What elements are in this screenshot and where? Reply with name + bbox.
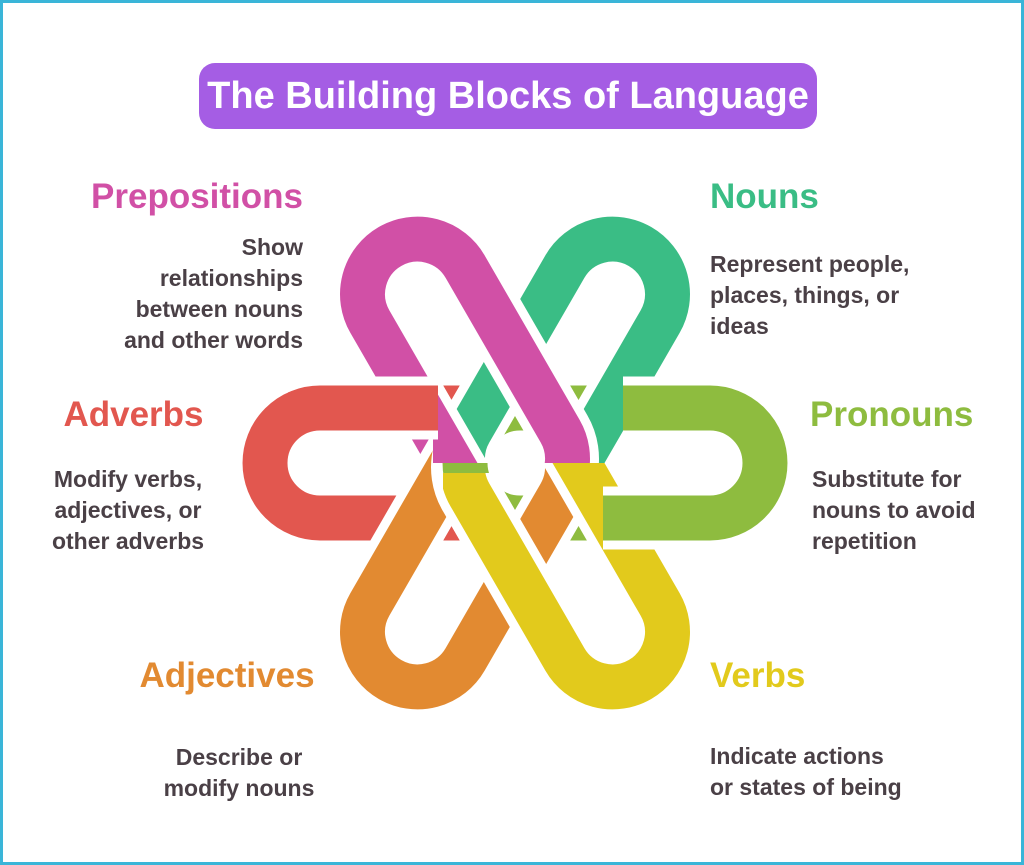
adverbs-line: other adverbs — [51, 528, 205, 554]
adverbs-description: Modify verbs, adjectives, or other adver… — [28, 464, 228, 557]
adverbs-line: adjectives, or — [54, 497, 202, 523]
nouns-line: ideas — [710, 313, 769, 339]
prepositions-line: Show — [241, 234, 303, 260]
verbs-line: or states of being — [710, 774, 902, 800]
pronouns-line: nouns to avoid — [812, 497, 976, 523]
prepositions-heading: Prepositions — [91, 177, 303, 216]
verbs-line: Indicate actions — [710, 743, 884, 769]
adjectives-line: Describe or — [175, 744, 303, 770]
pronouns-line: Substitute for — [812, 466, 962, 492]
adjectives-heading: Adjectives — [139, 656, 315, 695]
verbs-description: Indicate actions or states of being — [710, 741, 930, 803]
nouns-line: places, things, or — [710, 282, 900, 308]
title-banner: The Building Blocks of Language — [199, 63, 817, 129]
prepositions-line: and other words — [124, 327, 303, 353]
pronouns-description: Substitute for nouns to avoid repetition — [812, 464, 1002, 557]
nouns-line: Represent people, — [710, 251, 910, 277]
adverbs-line: Modify verbs, — [53, 466, 203, 492]
prepositions-line: relationships — [159, 265, 303, 291]
prepositions-line: between nouns — [135, 296, 303, 322]
adverbs-heading: Adverbs — [63, 395, 204, 434]
prepositions-description: Show relationships between nouns and oth… — [23, 232, 303, 356]
verbs-heading: Verbs — [710, 656, 806, 695]
adjectives-description: Describe or modify nouns — [139, 742, 339, 804]
page-title: The Building Blocks of Language — [207, 74, 809, 117]
adjectives-line: modify nouns — [163, 775, 315, 801]
nouns-description: Represent people, places, things, or ide… — [710, 249, 950, 342]
nouns-heading: Nouns — [710, 177, 819, 216]
pronouns-heading: Pronouns — [810, 395, 974, 434]
pronouns-line: repetition — [812, 528, 917, 554]
